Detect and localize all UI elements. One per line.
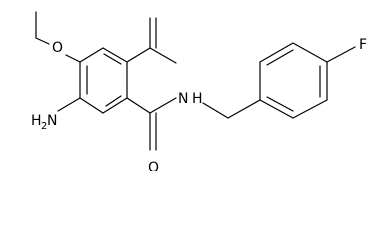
- amine-n-label: N: [47, 113, 57, 129]
- amide-h-label: H: [192, 91, 203, 107]
- bond: [57, 97, 81, 112]
- bond: [259, 99, 294, 119]
- bond: [326, 46, 356, 63]
- bond: [227, 99, 261, 119]
- benzamide-ring: [79, 47, 128, 114]
- fluorine-label: F: [359, 37, 367, 53]
- bond: [259, 42, 294, 63]
- amine-subscript: 2: [41, 121, 47, 132]
- bond: [102, 97, 128, 114]
- bond: [126, 47, 151, 63]
- bond: [292, 99, 328, 119]
- bond: [149, 47, 177, 64]
- methoxy-oxygen-label: O: [52, 40, 63, 56]
- double-bond-inner: [105, 95, 122, 107]
- bond: [149, 97, 177, 114]
- bond: [126, 97, 151, 114]
- fluorophenyl-ring: [259, 42, 328, 119]
- methoxy-group: O: [35, 11, 81, 63]
- bond: [79, 97, 104, 114]
- fluorine-substituent: F: [326, 37, 367, 63]
- amino-group: H 2 N: [31, 97, 81, 132]
- carbonyl-oxygen-label: O: [148, 160, 159, 171]
- double-bond-inner: [266, 96, 294, 112]
- bond: [292, 42, 328, 63]
- benzyl-linker: [202, 99, 261, 119]
- double-bond-inner: [103, 53, 122, 65]
- bond: [202, 102, 229, 119]
- bond: [35, 37, 50, 45]
- amide-group: O N H: [126, 17, 203, 171]
- molecule-drawing: O H 2 N O N H: [31, 11, 367, 171]
- bond: [79, 47, 104, 63]
- structure-canvas: O H 2 N O N H: [31, 11, 367, 171]
- bond: [65, 54, 81, 63]
- amide-n-label: N: [178, 91, 188, 107]
- double-bond-inner: [266, 49, 294, 66]
- carbonyl-bond: [126, 97, 177, 151]
- bond: [102, 47, 128, 63]
- amine-h-label: H: [31, 113, 42, 129]
